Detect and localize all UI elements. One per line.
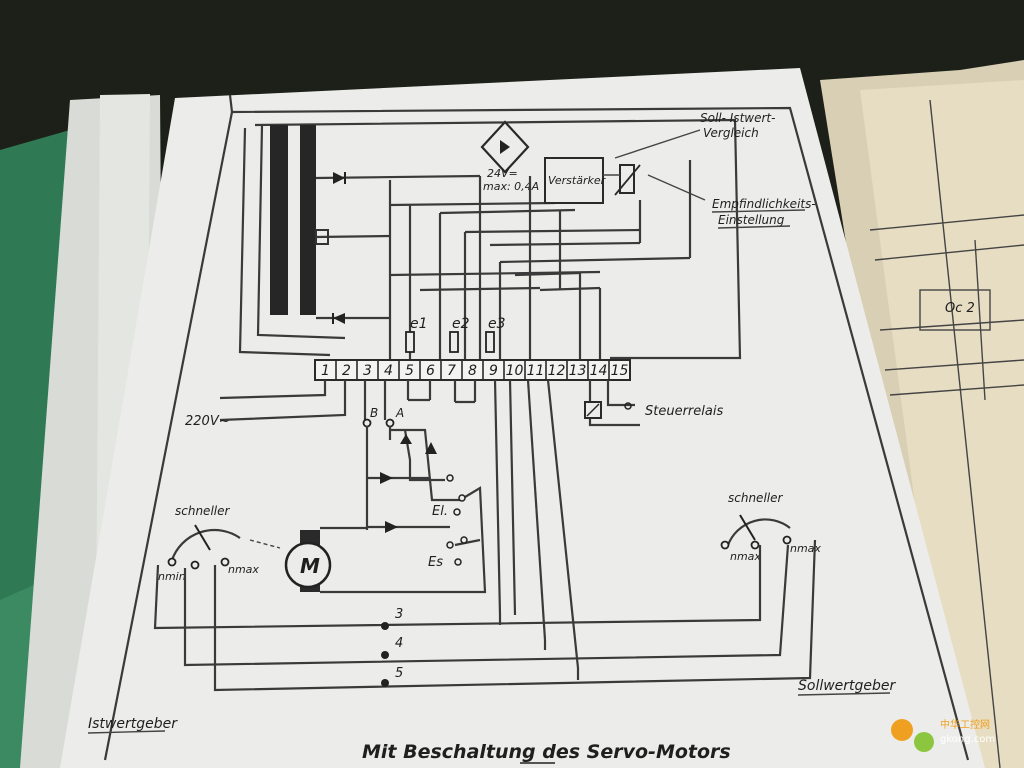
potentiometer-icon	[619, 164, 635, 194]
motor-label: M	[300, 554, 320, 578]
el-label: El.	[432, 504, 448, 519]
internal-wires	[389, 160, 692, 362]
vergleich-label-2: Vergleich	[703, 126, 759, 140]
terminal-number: 11	[527, 363, 545, 379]
fuse-e1-label: e1	[410, 316, 428, 332]
fuse-e3-icon	[485, 331, 495, 353]
neighbor-label: Oc 2	[945, 301, 975, 316]
terminal-number: 8	[468, 363, 477, 379]
schneller-left-label: schneller	[175, 504, 230, 518]
fuse-e2-label: e2	[452, 316, 470, 332]
diode-icon	[333, 313, 345, 324]
outer-loops	[238, 118, 742, 360]
terminal-number: 2	[342, 363, 351, 379]
nmax-left-label: nmax	[228, 563, 259, 576]
terminal-number: 14	[590, 363, 608, 379]
sollwert-pot-arc	[726, 518, 791, 546]
verstaerker-label: Verstärker	[548, 174, 607, 187]
sensor-bar-right	[300, 125, 316, 315]
lower-wiring	[219, 379, 640, 669]
terminal-number: 15	[611, 363, 629, 379]
istwertgeber-label: Istwertgeber	[88, 716, 178, 732]
border-left	[103, 111, 234, 761]
gkong-watermark: 中华工控网 gkong.com	[891, 718, 995, 752]
neighbor-grid	[869, 99, 1024, 768]
bus-lines	[153, 539, 817, 692]
neighbor-page-front	[860, 80, 1024, 768]
terminal-b-label: B	[370, 406, 378, 420]
supply-label-2: max: 0,4A	[483, 180, 539, 193]
sensor-bar-left	[270, 125, 288, 315]
motor-drive-wiring	[320, 426, 487, 594]
nmax-right-2-label: nmax	[790, 542, 821, 555]
contact-icon	[315, 229, 329, 245]
supply-label-1: 24V=	[487, 167, 518, 180]
steuerrelais-label: Steuerrelais	[645, 404, 723, 419]
paper-sheet	[60, 68, 985, 768]
bridge-rectifier-icon	[480, 120, 530, 174]
terminal-strip	[314, 359, 631, 381]
motor-icon	[284, 541, 332, 589]
border-frame	[228, 94, 970, 761]
empfindlichkeit-label-2: Einstellung	[718, 213, 785, 227]
terminal-number: 1	[321, 363, 330, 379]
terminal-number: 7	[447, 363, 456, 379]
fuse-e3-label: e3	[488, 316, 506, 332]
terminal-number: 13	[569, 363, 587, 379]
terminal-number: 12	[548, 363, 566, 379]
nmax-right-1-label: nmax	[730, 550, 761, 563]
diagram-title: Mit Beschaltung des Servo-Motors	[362, 741, 731, 763]
terminal-number: 9	[489, 363, 498, 379]
terminal-a-label: A	[395, 406, 404, 420]
watermark-url: gkong.com	[940, 734, 995, 745]
fuse-e2-icon	[449, 331, 459, 353]
fuse-e1-icon	[405, 331, 415, 353]
terminal-number: 4	[384, 363, 393, 379]
terminal-number: 5	[405, 363, 414, 379]
schneller-right-label: schneller	[728, 491, 783, 505]
watermark-brand: 中华工控网	[940, 718, 990, 731]
diode-icon	[380, 472, 393, 484]
diode-icon	[385, 521, 398, 533]
switch-contacts	[446, 474, 468, 566]
terminal-number: 6	[426, 363, 435, 379]
es-label: Es	[428, 555, 443, 570]
bus-4-label: 4	[395, 636, 403, 651]
diode-icon	[333, 172, 345, 184]
verstaerker-box	[544, 157, 604, 204]
diode-icon	[400, 434, 412, 444]
diode-icon	[425, 442, 437, 454]
vergleich-label-1: Soll- Istwert-	[700, 111, 775, 125]
mains-label: 220V~	[185, 414, 230, 429]
empfindlichkeit-label-1: Empfindlichkeits-	[712, 197, 816, 211]
bus-5-label: 5	[395, 666, 403, 681]
sollwertgeber-label: Sollwertgeber	[798, 678, 897, 694]
bus-3-label: 3	[395, 607, 403, 622]
terminal-number: 10	[506, 363, 524, 379]
nmin-label: nmin	[158, 570, 186, 583]
istwert-pot-arc	[170, 528, 241, 561]
terminal-number: 3	[363, 363, 372, 379]
